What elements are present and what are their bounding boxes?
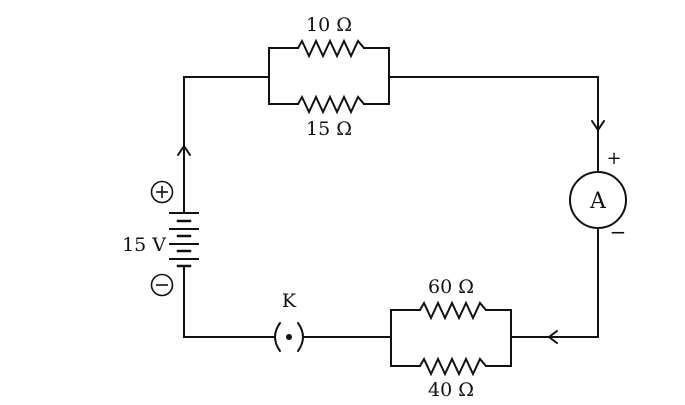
wire-left-top	[183, 76, 270, 214]
bottom-parallel-combination: 60 Ω 40 Ω	[390, 276, 512, 401]
battery-voltage-label: 15 V	[122, 234, 166, 256]
arrow-up-icon	[177, 144, 191, 156]
wire-right-bottom	[510, 227, 599, 338]
resistor-60-ohm-label: 60 Ω	[428, 276, 474, 298]
top-parallel-combination: 10 Ω 15 Ω	[268, 14, 390, 140]
plug-key: K	[274, 290, 304, 352]
ammeter-negative-terminal: −	[610, 220, 627, 244]
ammeter: A + −	[569, 148, 627, 244]
arrow-left-icon	[547, 330, 558, 344]
resistor-15-ohm	[297, 94, 365, 115]
resistor-40-ohm-label: 40 Ω	[428, 379, 474, 401]
resistor-10-ohm-label: 10 Ω	[306, 14, 352, 36]
ammeter-positive-terminal: +	[606, 148, 621, 169]
arrow-down-icon	[591, 120, 605, 132]
top-parallel-frame-left	[268, 47, 299, 105]
ammeter-circle	[569, 171, 627, 229]
wires	[183, 76, 599, 338]
resistor-15-ohm-label: 15 Ω	[306, 118, 352, 140]
current-arrows	[177, 120, 605, 344]
key-right-bracket	[297, 322, 304, 352]
ammeter-label: A	[589, 189, 607, 214]
key-label: K	[282, 290, 297, 312]
battery: 15 V	[122, 180, 199, 297]
wire-top-right	[388, 76, 599, 173]
key-plug-dot	[286, 334, 292, 340]
battery-negative-icon	[150, 273, 174, 297]
bottom-parallel-frame-left	[390, 309, 421, 367]
resistor-60-ohm	[419, 300, 487, 321]
resistor-40-ohm	[419, 356, 487, 377]
battery-positive-icon	[150, 180, 174, 204]
wire-bottom-left	[183, 265, 275, 338]
key-left-bracket	[274, 322, 281, 352]
top-parallel-frame-right	[363, 47, 390, 105]
resistor-10-ohm	[297, 38, 365, 59]
bottom-parallel-frame-right	[485, 309, 512, 367]
